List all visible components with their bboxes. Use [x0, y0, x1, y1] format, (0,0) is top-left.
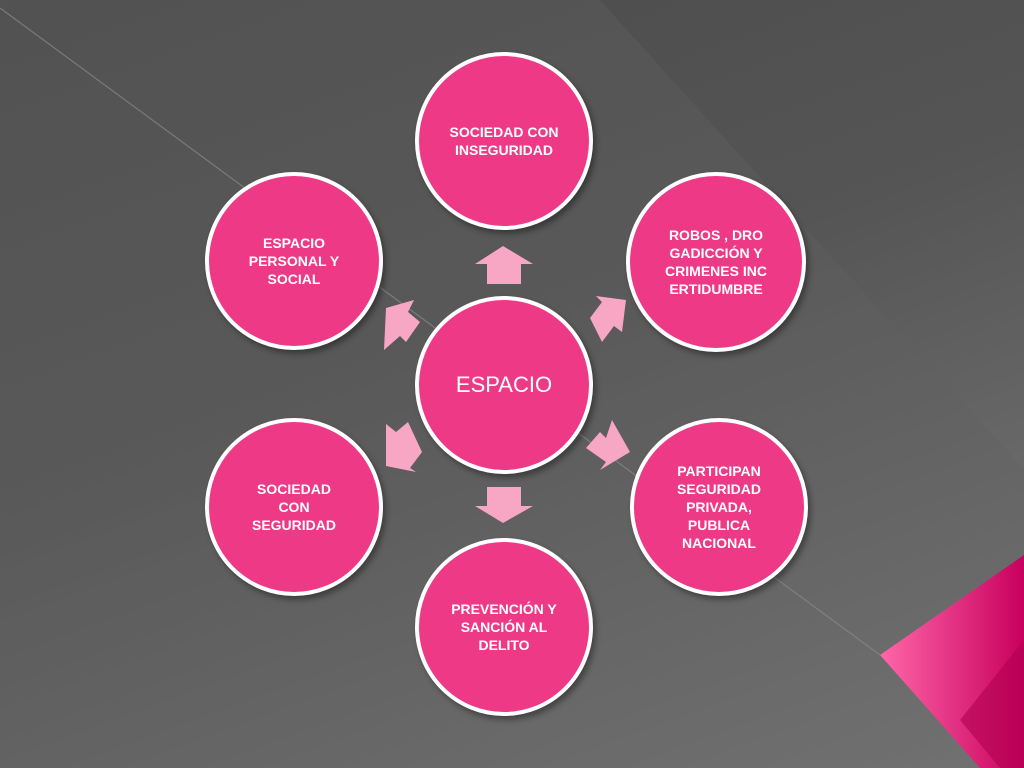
node-label: ESPACIO PERSONAL Y SOCIAL — [248, 235, 340, 287]
node-robos-drogadiccion: ROBOS , DROGADICCIÓN Y CRIMENES INCERTID… — [626, 172, 806, 352]
node-participan-seguridad: PARTICIPAN SEGURIDAD PRIVADA, PUBLICA NA… — [630, 418, 808, 596]
node-label: SOCIEDAD CON SEGURIDAD — [251, 481, 336, 533]
node-prevencion-sancion: PREVENCIÓN Y SANCIÓN AL DELITO — [415, 538, 593, 716]
center-node: ESPACIO — [415, 296, 593, 474]
node-label: PREVENCIÓN Y SANCIÓN AL DELITO — [451, 601, 557, 653]
node-label: ROBOS , DROGADICCIÓN Y CRIMENES INCERTID… — [665, 227, 767, 297]
node-sociedad-con-inseguridad: SOCIEDAD CON INSEGURIDAD — [415, 52, 593, 230]
node-espacio-personal-social: ESPACIO PERSONAL Y SOCIAL — [205, 172, 383, 350]
center-node-label: ESPACIO — [455, 372, 553, 397]
node-sociedad-con-seguridad: SOCIEDAD CON SEGURIDAD — [205, 418, 383, 596]
node-label: SOCIEDAD CON INSEGURIDAD — [449, 124, 559, 158]
node-label: PARTICIPAN SEGURIDAD PRIVADA, PUBLICA NA… — [676, 463, 761, 551]
